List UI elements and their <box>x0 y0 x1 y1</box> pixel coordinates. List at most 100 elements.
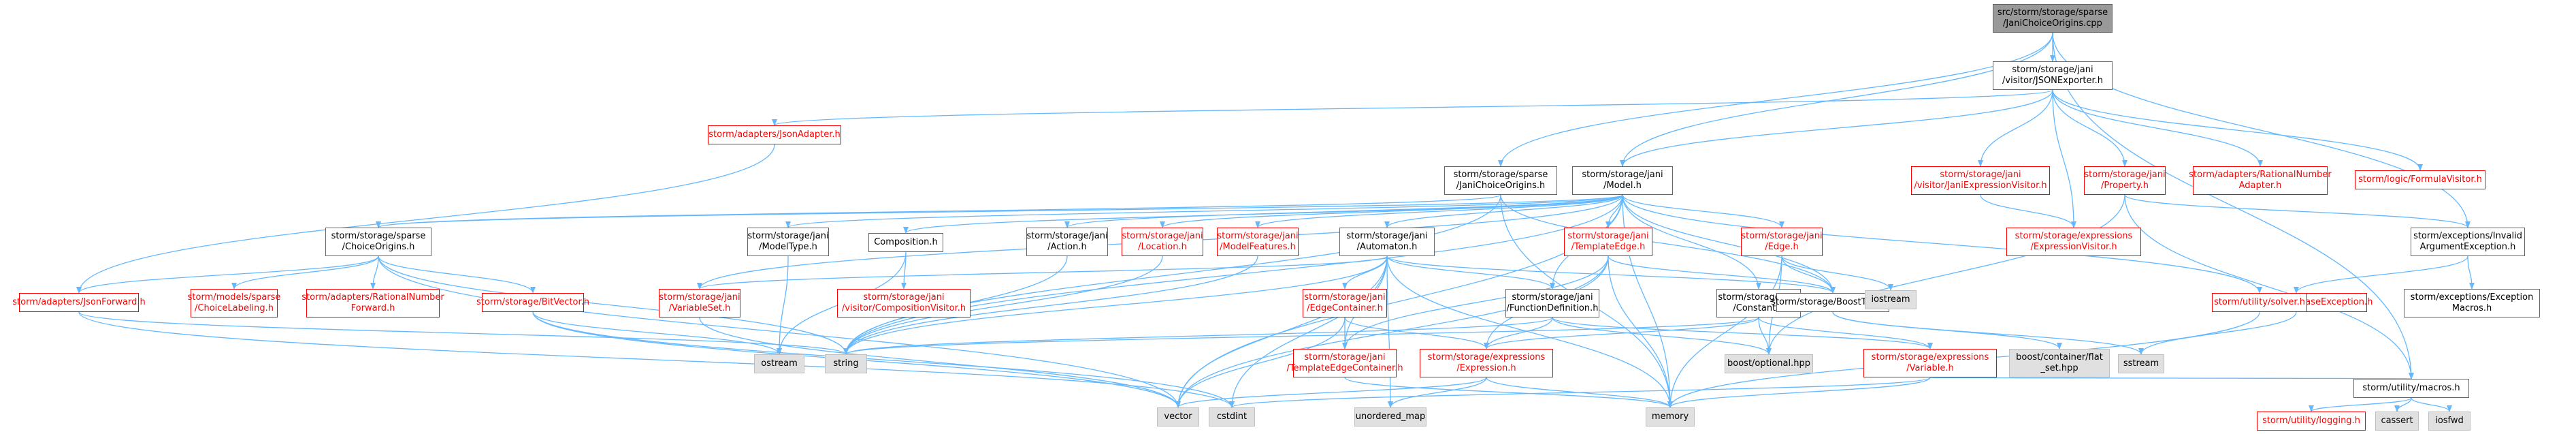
node-label-line: storm/storage/jani <box>1304 352 1386 362</box>
edge-automaton-to-string <box>843 255 1388 355</box>
node-edge-h[interactable]: storm/storage/jani/Edge.h <box>1741 228 1823 256</box>
node-tecontainer[interactable]: storm/storage/jani/TemplateEdgeContainer… <box>1286 349 1403 377</box>
node-label-line: Forward.h <box>350 303 395 313</box>
edge-model_h-to-constant <box>1622 194 1761 290</box>
edge-modelfeatures-to-string <box>843 255 1258 355</box>
node-variable-h[interactable]: storm/storage/expressions/Variable.h <box>1863 349 1997 377</box>
node-label-line: /EdgeContainer.h <box>1307 303 1383 313</box>
node-label-line: /Location.h <box>1138 242 1187 252</box>
node-label-line: iosfwd <box>2435 416 2464 426</box>
edge-macros_h-to-iosfwd <box>2411 397 2452 412</box>
node-label-line: storm/utility/logging.h <box>2262 416 2360 426</box>
node-label-line: /TemplateEdgeContainer.h <box>1286 363 1403 373</box>
node-choiceorigins[interactable]: storm/storage/sparse/ChoiceOrigins.h <box>325 228 431 256</box>
node-label-line: storm/utility/solver.h <box>2214 297 2305 307</box>
node-label-line: /visitor/CompositionVisitor.h <box>841 303 966 313</box>
edge-funcdef-to-string <box>843 317 1553 355</box>
node-location[interactable]: storm/storage/jani/Location.h <box>1122 228 1203 256</box>
node-jsonexporter[interactable]: storm/storage/jani/visitor/JSONExporter.… <box>1993 61 2113 90</box>
node-jsonadapter[interactable]: storm/adapters/JsonAdapter.h <box>708 125 841 144</box>
edge-model_h-to-automaton <box>1384 194 1623 228</box>
node-label-line: /Edge.h <box>1765 242 1799 252</box>
edge-expression_h-to-vector <box>1175 377 1487 408</box>
edge-jsonexporter-to-formulavisitor <box>2052 89 2423 171</box>
node-label-line: ostream <box>761 358 798 369</box>
edges-layer <box>76 32 2475 412</box>
node-label-line: storm/adapters/JsonAdapter.h <box>708 129 841 140</box>
node-automaton[interactable]: storm/storage/jani/Automaton.h <box>1339 228 1435 256</box>
node-label-line: cassert <box>2381 416 2413 426</box>
edge-jsonforward-to-cstdint <box>78 311 1235 408</box>
node-unordered-map: unordered_map <box>1354 407 1426 427</box>
node-modeltype[interactable]: storm/storage/jani/ModelType.h <box>747 228 829 256</box>
edge-constant-to-variable_h <box>1758 317 1933 350</box>
node-property-h[interactable]: storm/storage/jani/Property.h <box>2084 166 2166 195</box>
edge-location-to-string <box>843 255 1163 355</box>
edge-variable_h-to-macros_h <box>1929 372 2412 379</box>
node-iosfwd: iosfwd <box>2428 412 2471 431</box>
node-label-line: storm/storage/sparse <box>1453 170 1548 180</box>
node-funcdef[interactable]: storm/storage/jani/FunctionDefinition.h <box>1505 289 1599 317</box>
edge-variable_h-to-cstdint <box>1229 377 1931 408</box>
node-boostoptional: boost/optional.hpp <box>1725 354 1813 373</box>
node-memory: memory <box>1646 407 1695 427</box>
edge-constant-to-string <box>843 317 1759 355</box>
node-label-line: storm/storage/jani <box>1940 170 2021 180</box>
node-label-line: /JaniChoiceOrigins.h <box>1456 181 1546 191</box>
edge-bitvector-to-ostream <box>532 311 782 355</box>
node-label-line: storm/storage/BitVector.h <box>476 297 589 307</box>
edge-baseexception-to-sstream <box>2138 311 2297 355</box>
edge-choiceorigins-to-bitvector <box>378 255 536 294</box>
node-label-line: /Model.h <box>1603 181 1642 191</box>
node-label-line: storm/exceptions/Invalid <box>2413 231 2522 241</box>
node-macros-h[interactable]: storm/utility/macros.h <box>2353 379 2469 398</box>
node-edgecontainer[interactable]: storm/storage/jani/EdgeContainer.h <box>1303 289 1387 317</box>
node-jsonforward[interactable]: storm/adapters/JsonForward.h <box>12 293 146 312</box>
edge-jsonexporter-to-rationaladapter <box>2052 89 2263 167</box>
node-cstdint: cstdint <box>1209 407 1255 427</box>
edge-templateedge-to-boosttypes <box>1608 255 1836 294</box>
edge-choiceorigins-to-vector <box>378 255 1181 408</box>
node-modelfeatures[interactable]: storm/storage/jani/ModelFeatures.h <box>1217 228 1299 256</box>
edge-funcdef-to-variable_h <box>1552 317 1933 350</box>
node-constant[interactable]: storm/storage/jani/Constant.h <box>1716 289 1801 317</box>
node-action[interactable]: storm/storage/jani/Action.h <box>1026 228 1108 256</box>
edge-jsonadapter-to-jsonforward <box>76 144 775 294</box>
edge-boosttypes-to-sstream <box>1832 311 2144 355</box>
node-label-line: /Constant.h <box>1733 303 1784 313</box>
node-bitvector[interactable]: storm/storage/BitVector.h <box>476 293 589 312</box>
edge-invalidarg-to-exceptionmacros <box>2467 255 2475 290</box>
node-solver-h[interactable]: storm/utility/solver.h <box>2212 293 2307 312</box>
node-logging-h[interactable]: storm/utility/logging.h <box>2257 412 2366 431</box>
node-expression-h[interactable]: storm/storage/expressions/Expression.h <box>1420 349 1553 377</box>
node-label-line: storm/logic/FormulaVisitor.h <box>2358 174 2482 185</box>
node-label-line: storm/exceptions/Exception <box>2410 292 2534 303</box>
node-label-line: storm/storage/jani <box>747 231 829 241</box>
node-label-line: /visitor/JSONExporter.h <box>2002 76 2103 86</box>
node-label-line: boost/optional.hpp <box>1727 358 1810 369</box>
node-label-line: /Property.h <box>2101 181 2149 191</box>
edge-constant-to-boostoptional <box>1758 317 1772 355</box>
edge-macros_h-to-cassert <box>2394 397 2412 412</box>
node-label-line: /ChoiceOrigins.h <box>342 242 415 252</box>
node-compvisitor[interactable]: storm/storage/jani/visitor/CompositionVi… <box>837 289 971 317</box>
edge-model_h-to-location <box>1160 194 1623 228</box>
node-janiexprvisitor[interactable]: storm/storage/jani/visitor/JaniExpressio… <box>1911 166 2050 195</box>
node-choicelabeling[interactable]: storm/models/sparse/ChoiceLabeling.h <box>188 289 280 317</box>
node-exprvisitor[interactable]: storm/storage/expressions/ExpressionVisi… <box>2006 228 2141 256</box>
node-formulavisitor[interactable]: storm/logic/FormulaVisitor.h <box>2355 170 2485 189</box>
edge-jsonexporter-to-janiexprvisitor <box>1978 89 2053 167</box>
edge-modeltype-to-ostream <box>777 255 789 355</box>
node-variableset[interactable]: storm/storage/jani/VariableSet.h <box>659 289 740 317</box>
node-root: src/storm/storage/sparse/JaniChoiceOrigi… <box>1993 4 2113 33</box>
node-templateedge[interactable]: storm/storage/jani/TemplateEdge.h <box>1564 228 1652 256</box>
node-label-line: vector <box>1164 412 1192 422</box>
node-model-h[interactable]: storm/storage/jani/Model.h <box>1572 166 1673 195</box>
node-composition[interactable]: Composition.h <box>868 233 943 252</box>
node-sparse-jco-h[interactable]: storm/storage/sparse/JaniChoiceOrigins.h <box>1444 166 1557 195</box>
node-label-line: storm/adapters/JsonForward.h <box>12 297 146 307</box>
